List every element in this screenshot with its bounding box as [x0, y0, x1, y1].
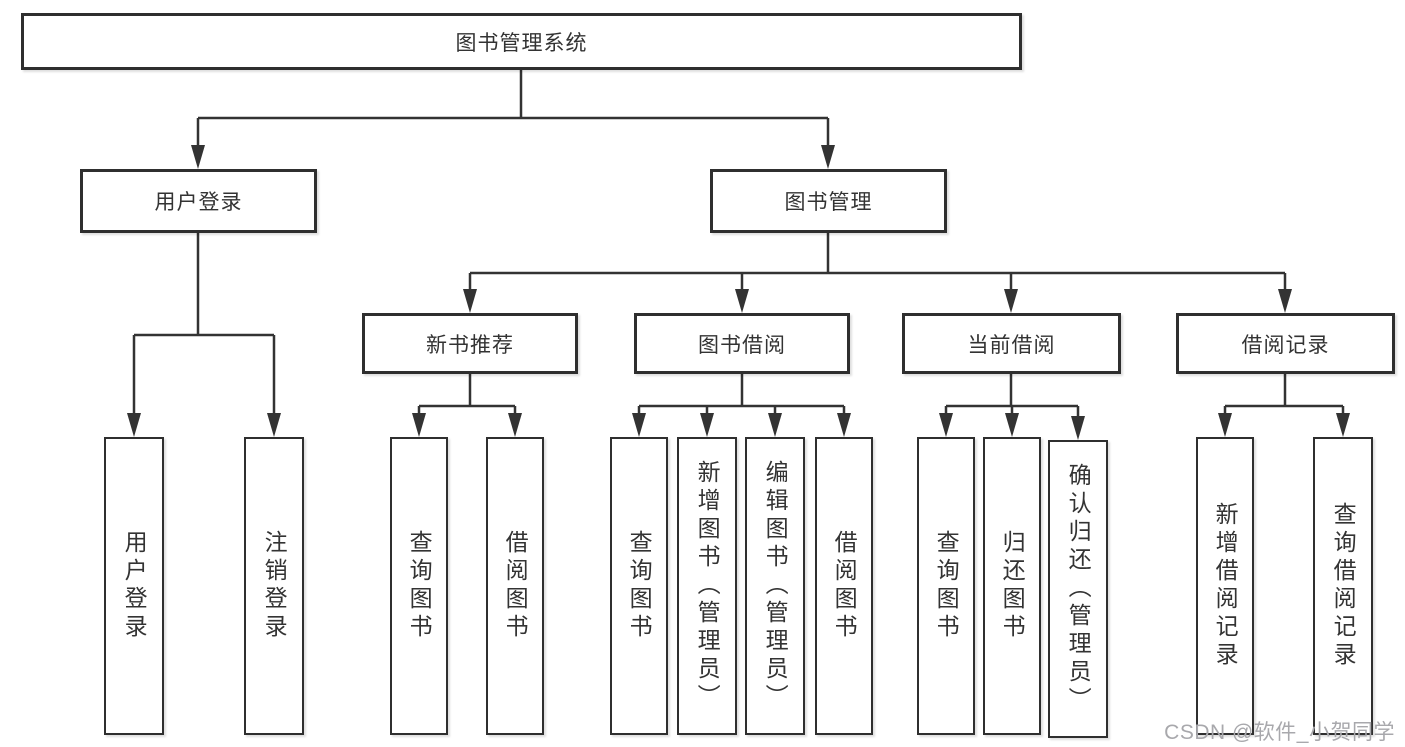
node-book-borrowing: 图书借阅 [634, 313, 850, 374]
node-user-login: 用户登录 [80, 169, 317, 233]
node-borrowing-records-label: 借阅记录 [1241, 333, 1330, 357]
arrowheads [127, 145, 1350, 440]
leaf-borrow-books-borrowing: 借阅图书 [815, 437, 873, 735]
leaf-query-books-borrowing-label: 查询图书 [626, 530, 653, 642]
node-root-label: 图书管理系统 [455, 31, 588, 55]
node-current-borrowing-label: 当前借阅 [967, 333, 1056, 357]
leaf-return-books-label: 归还图书 [999, 530, 1026, 642]
node-current-borrowing: 当前借阅 [902, 313, 1121, 374]
leaf-add-books-admin-label: 新增图书（管理员） [694, 460, 721, 712]
leaf-add-books-admin: 新增图书（管理员） [677, 437, 737, 735]
leaf-logout-label: 注销登录 [261, 530, 288, 642]
node-user-login-label: 用户登录 [154, 191, 243, 214]
leaf-confirm-return-admin-label: 确认归还（管理员） [1065, 463, 1092, 715]
node-new-book-recommend: 新书推荐 [362, 313, 578, 374]
connector-path [132, 70, 1345, 431]
leaf-confirm-return-admin: 确认归还（管理员） [1048, 440, 1108, 738]
leaf-user-login-label: 用户登录 [121, 530, 148, 642]
leaf-edit-books-admin: 编辑图书（管理员） [745, 437, 805, 735]
node-book-management: 图书管理 [710, 169, 947, 233]
leaf-query-books-recommend: 查询图书 [390, 437, 448, 735]
leaf-query-books-borrowing: 查询图书 [610, 437, 668, 735]
leaf-query-books-recommend-label: 查询图书 [406, 530, 433, 642]
leaf-borrow-books-borrowing-label: 借阅图书 [831, 530, 858, 642]
leaf-return-books: 归还图书 [983, 437, 1041, 735]
leaf-query-borrow-record: 查询借阅记录 [1313, 437, 1373, 735]
node-book-borrowing-label: 图书借阅 [698, 333, 786, 357]
node-root: 图书管理系统 [21, 13, 1022, 70]
leaf-add-borrow-record: 新增借阅记录 [1196, 437, 1254, 735]
leaf-borrow-books-recommend: 借阅图书 [486, 437, 544, 735]
leaf-query-borrow-record-label: 查询借阅记录 [1330, 502, 1357, 670]
leaf-query-books-current-label: 查询图书 [933, 530, 960, 642]
leaf-add-borrow-record-label: 新增借阅记录 [1212, 502, 1239, 670]
leaf-logout: 注销登录 [244, 437, 304, 735]
watermark: CSDN @软件_小贺同学 [1164, 721, 1395, 744]
node-new-book-recommend-label: 新书推荐 [426, 333, 514, 357]
node-borrowing-records: 借阅记录 [1176, 313, 1395, 374]
node-book-management-label: 图书管理 [784, 191, 873, 214]
leaf-user-login: 用户登录 [104, 437, 164, 735]
leaf-borrow-books-recommend-label: 借阅图书 [502, 530, 529, 642]
leaf-query-books-current: 查询图书 [917, 437, 975, 735]
leaf-edit-books-admin-label: 编辑图书（管理员） [762, 460, 789, 712]
